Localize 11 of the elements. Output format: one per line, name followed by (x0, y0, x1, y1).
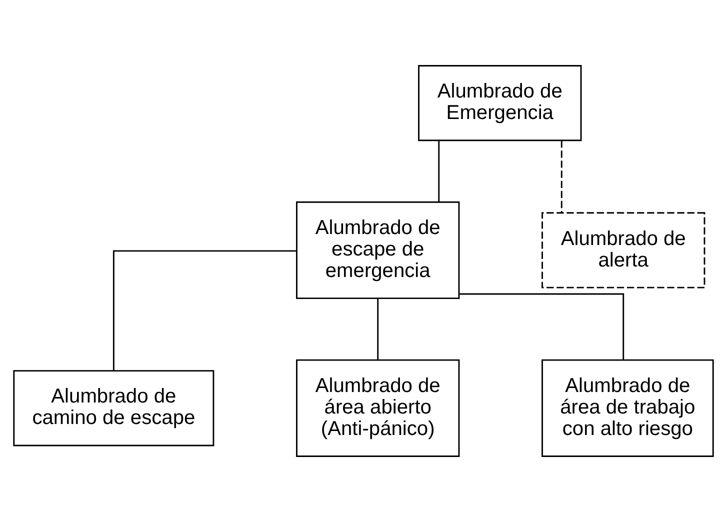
connector (460, 293, 624, 360)
node-box: Alumbrado de alerta (542, 212, 706, 288)
connector (377, 298, 379, 360)
node-box: Alumbrado de área de trabajo con alto riesgo (542, 359, 714, 457)
connector (112, 250, 296, 370)
connector (560, 140, 562, 213)
node-box: Alumbrado de escape de emergencia (296, 201, 460, 300)
node-box: Alumbrado de camino de escape (13, 370, 214, 446)
node-box: Alumbrado de área abierto (Anti-pánico) (296, 359, 460, 457)
connector (438, 140, 440, 202)
node-box: Alumbrado de Emergencia (418, 65, 582, 142)
